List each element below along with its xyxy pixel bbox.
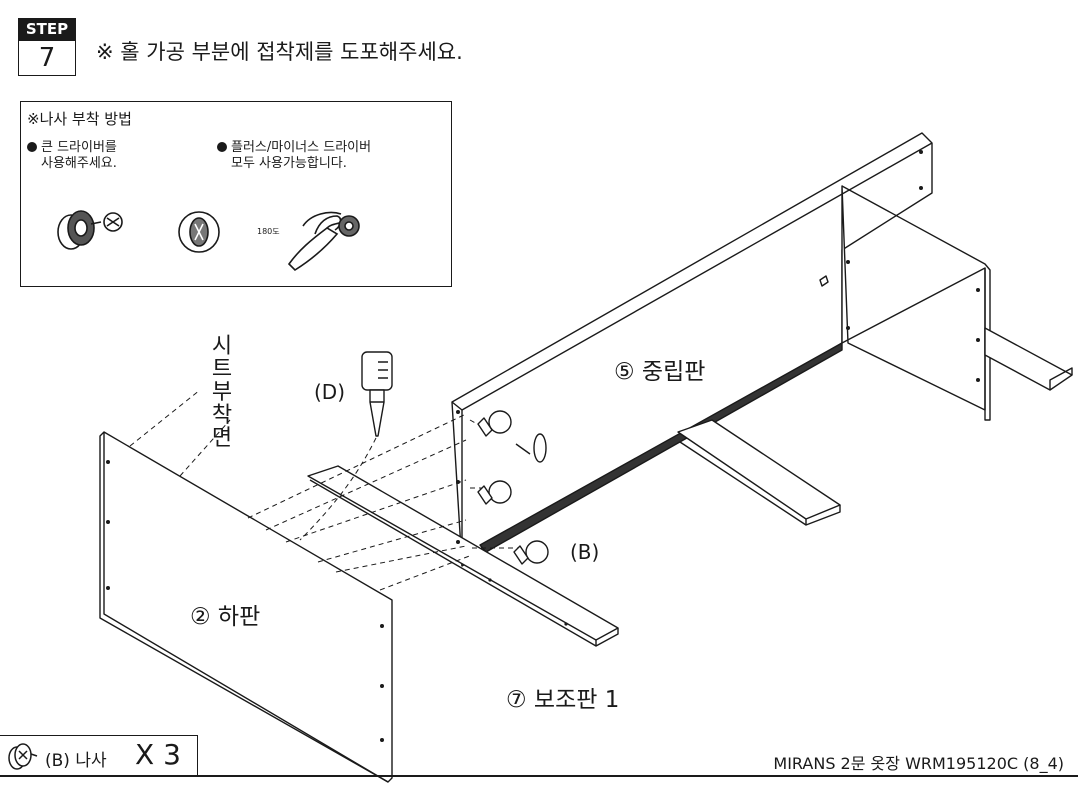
cam-top-view-icon: [178, 211, 220, 253]
bullet-dot-icon: [27, 142, 37, 152]
tip-driver-types: 플러스/마이너스 드라이버 모두 사용가능합니다.: [217, 140, 371, 172]
screw-part-icon: [8, 743, 38, 770]
glue-bottle-icon: [361, 351, 393, 437]
cam-lock-1-icon: [477, 410, 547, 463]
step-number: 7: [18, 40, 76, 76]
cam-lock-3-icon: [513, 540, 549, 565]
sheet-side-label: 시 트 부 착 면: [211, 334, 233, 451]
middle-panel-label: ⑤ 중립판: [614, 359, 706, 385]
parts-name: (B) 나사: [45, 751, 107, 771]
cam-lock-2-icon: [477, 480, 512, 505]
rotation-degree-label: 180도: [257, 227, 280, 236]
hand-driver-icon: [287, 211, 360, 272]
step-badge: STEP 7: [18, 18, 76, 76]
cam-lock-icon: [57, 210, 123, 250]
step-label: STEP: [18, 18, 76, 40]
bottom-divider: [0, 775, 1078, 777]
parts-count: X 3: [135, 738, 181, 771]
screw-method-illustration: [57, 210, 360, 272]
glue-label: (D): [314, 380, 346, 404]
screw-label: (B): [570, 540, 600, 564]
screw-method-box: ※나사 부착 방법 큰 드라이버를 사용해주세요. 플러스/마이너스 드라이버 …: [20, 101, 452, 287]
screw-method-title: ※나사 부착 방법: [27, 110, 132, 128]
parts-box: (B) 나사 X 3: [0, 735, 198, 777]
aux-panel-label: ⑦ 보조판 1: [506, 687, 620, 713]
bottom-panel-label: ② 하판: [190, 604, 261, 630]
bullet-dot-icon: [217, 142, 227, 152]
footer-model: MIRANS 2문 옷장 WRM195120C (8_4): [773, 754, 1064, 773]
instruction-text: ※ 홀 가공 부분에 접착제를 도포해주세요.: [96, 40, 463, 64]
tip-large-driver: 큰 드라이버를 사용해주세요.: [27, 140, 117, 172]
